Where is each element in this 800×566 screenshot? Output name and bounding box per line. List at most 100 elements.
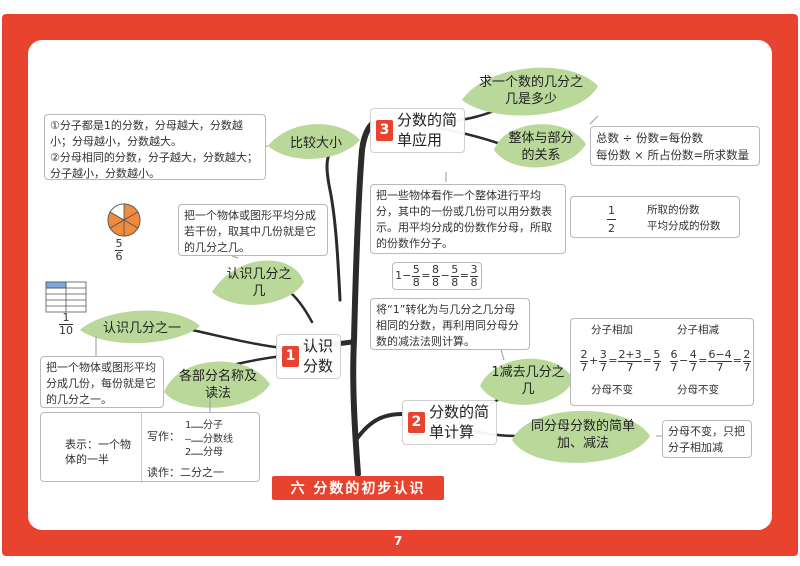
add-same-den-label: 分母不变 [591,384,633,396]
grid-fraction-num: 1 [62,311,70,324]
sub-den-a: 7 [670,360,678,374]
taken-den-label: 平均分成的份数 [647,220,721,232]
leaf-one-minus [480,358,574,405]
branch-1-number: 1 [282,346,299,367]
fraction-def-box: 把一个物体或图形平均分成若干份，取其中几份就是它的几分之几。 [178,204,328,256]
sub-den-b: 7 [689,360,697,374]
circle-fraction-den: 6 [115,249,123,263]
grid-fraction-den: 10 [59,323,73,337]
branch-2-stem [354,412,404,442]
leaf-label-compare: 比较大小 [289,135,342,151]
leaf-label-fraction: 认识几分之几 [226,267,292,299]
branch-1-node: 1 认识分数 [276,334,341,379]
ex-whole: 1 [395,269,403,283]
add-den-a: 7 [580,360,588,374]
parts-names-box: 表示：一个物体的一半 写作： 1……分子 —……分数线 2……分母 读作：二分之… [40,412,260,483]
parts-list: 1……分子 —……分数线 2……分母 [185,419,233,460]
half-meaning: 表示：一个物体的一半 [65,438,131,467]
add-b: 3 [599,348,607,361]
leaf-label-unit: 认识几分之一 [102,320,181,336]
branch-2-node: 2 分数的简单计算 [402,400,497,445]
taken-fraction: 1 2 [607,202,616,237]
fraction-bar-line: —……分数线 [185,433,234,445]
ex-b-num: 8 [432,262,439,276]
taken-num-label: 所取的份数 [647,204,700,216]
ex-c-den: 8 [451,275,459,289]
branch-1-title: 认识分数 [303,337,334,375]
sub-den-mid: 7 [716,360,724,374]
numerator-line: 1……分子 [185,420,224,431]
add-den-r: 7 [653,360,661,374]
chapter-title: 六 分数的初步认识 [272,476,444,500]
unit-def-box: 把一个物体或图形平均分成几份，每份就是它的几分之一。 [40,356,164,408]
read-label: 读作：二分之一 [147,466,224,479]
taken-explain-box: 1 2 所取的份数 平均分成的份数 [570,196,740,238]
formula-1: 总数 ÷ 份数=每份数 [596,131,704,145]
whole-part-def-box: 把一些物体看作一个整体进行平均分，其中的一份或几份可以用分数表示。用平均分成的份… [370,184,566,254]
leaf-parts [164,361,270,408]
branch-compare-stem [325,150,342,302]
taken-num: 1 [608,204,615,217]
page-number: 7 [394,534,403,548]
write-label: 写作： [147,430,180,443]
ex-d-num: 3 [470,262,478,276]
sub-title: 分子相减 [677,324,719,336]
sub-den-r: 7 [743,360,751,374]
formula-2: 每份数 × 所占份数=所求数量 [596,147,750,162]
add-den-mid: 7 [626,360,634,374]
leaf-label-find: 求一个数的几分之几是多少 [478,75,583,107]
denominator-line: 2……分母 [185,447,224,458]
main-trunk [350,121,375,477]
ex-d-den: 8 [470,275,478,289]
same-den-def-box: 分母不变，只把分子相加减 [662,420,752,458]
leaf-label-parts: 各部分名称及读法 [178,369,257,401]
branch-3-node: 3 分数的简单应用 [370,108,465,153]
compare-rule-2: ②分母相同的分数，分子越大，分数越大；分子越小，分数越小。 [50,150,258,180]
compare-rules-box: ①分子都是1的分数，分母越大，分数越小；分母越小，分数越大。 ②分母相同的分数，… [44,114,266,180]
branch-3-number: 3 [376,120,393,141]
leaf-whole [494,124,586,168]
leaf-label-whole: 整体与部分的关系 [508,131,574,163]
fraction-grid-diagram [45,281,87,313]
sub-same-den-label: 分母不变 [677,384,719,396]
add-mid: 2+3 [618,348,642,361]
formula-box: 总数 ÷ 份数=每份数 每份数 × 所占份数=所求数量 [590,126,760,166]
add-a: 2 [580,348,588,361]
ex-b-den: 8 [432,275,439,289]
circle-fraction-num: 5 [115,237,123,250]
sub-a: 6 [670,348,678,361]
parts-divider [141,413,142,483]
leaf-find [462,67,598,116]
branch-2-title: 分数的简单计算 [429,403,490,441]
leaf-label-same-den: 同分母分数的简单加、减法 [530,419,635,451]
taken-den: 2 [608,222,615,236]
leaf-fraction [212,260,304,305]
ex-c-num: 5 [451,262,459,276]
leaf-compare [268,124,360,159]
add-r: 5 [653,348,661,361]
sub-b: 4 [689,348,697,361]
ex-a-num: 5 [412,262,420,276]
sub-mid: 6−4 [708,348,732,361]
fraction-circle-diagram [107,203,141,237]
ex-a-den: 8 [412,275,420,289]
branch-3-title: 分数的简单应用 [397,111,458,149]
add-den-b: 7 [599,360,607,374]
leaf-label-one-minus: 1减去几分之几 [491,365,565,397]
sub-r: 2 [743,348,751,361]
one-minus-def-box: 将“1”转化为与几分之几分母相同的分数，再利用同分母分数的减法法则计算。 [370,298,530,350]
branch-2-number: 2 [408,412,425,433]
branch-unit-stem [190,328,284,350]
add-title: 分子相加 [591,324,633,336]
leaf-unit [80,310,200,344]
compare-rule-1: ①分子都是1的分数，分母越大，分数越小；分母越小，分数越大。 [50,119,243,148]
leaf-same-den [512,410,650,463]
leaf-shapes [80,67,650,463]
